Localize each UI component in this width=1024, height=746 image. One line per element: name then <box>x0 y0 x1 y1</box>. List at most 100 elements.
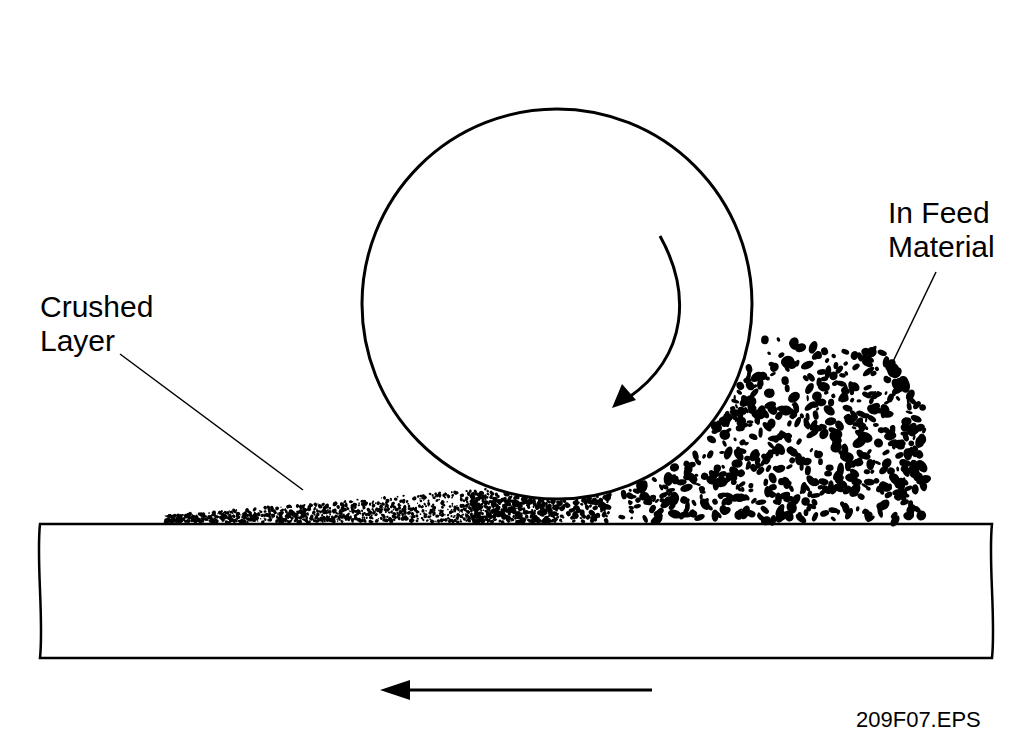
grain <box>421 497 424 499</box>
grain <box>738 438 747 446</box>
grain <box>694 473 698 477</box>
grain <box>465 519 468 522</box>
grain <box>190 520 192 522</box>
grain <box>472 516 476 520</box>
grain <box>366 516 368 519</box>
grain <box>284 513 289 518</box>
grain <box>784 366 791 373</box>
grain <box>842 484 853 495</box>
grain <box>280 508 284 512</box>
grain <box>802 417 811 430</box>
grain <box>787 446 800 458</box>
grain <box>538 512 541 515</box>
grain <box>770 445 780 456</box>
grain <box>909 471 923 480</box>
grain <box>490 520 494 523</box>
grain <box>271 514 275 518</box>
grain <box>504 500 508 504</box>
grain <box>453 519 457 522</box>
grain <box>173 518 176 521</box>
grain <box>464 496 469 501</box>
grain <box>413 515 416 518</box>
grain <box>762 453 772 466</box>
grain <box>572 507 576 511</box>
grain <box>507 520 510 523</box>
grain <box>892 477 907 491</box>
grain <box>877 480 893 494</box>
grain <box>807 490 813 498</box>
grain <box>299 514 304 519</box>
grain <box>408 507 414 512</box>
grain <box>828 399 835 407</box>
grain <box>459 493 464 497</box>
grain <box>464 513 469 518</box>
grain <box>856 506 860 512</box>
grain <box>375 519 378 523</box>
grain <box>533 510 536 512</box>
grain <box>356 517 361 523</box>
base-slab <box>39 524 993 658</box>
grain <box>237 512 240 516</box>
grain <box>557 516 559 518</box>
grain <box>849 397 855 403</box>
grain <box>432 496 436 499</box>
grain <box>287 521 289 522</box>
grain <box>426 519 430 522</box>
grain <box>276 515 279 518</box>
grain <box>459 514 464 519</box>
grain <box>736 468 747 478</box>
grain <box>331 508 336 513</box>
grain <box>362 519 367 524</box>
grain <box>419 499 423 503</box>
grain <box>470 494 476 499</box>
grain <box>267 518 271 521</box>
grain <box>416 518 419 520</box>
grain <box>598 515 601 518</box>
grain <box>493 519 496 522</box>
grain <box>293 519 297 522</box>
grain <box>652 510 663 521</box>
grain <box>863 469 870 475</box>
grain <box>381 497 383 499</box>
grain <box>860 434 865 439</box>
grain <box>565 503 572 509</box>
grain <box>550 513 554 518</box>
grain <box>705 434 717 445</box>
grain <box>229 510 233 514</box>
grain <box>918 479 928 492</box>
grain <box>354 510 358 514</box>
grain <box>900 416 912 427</box>
grain <box>235 517 239 521</box>
grain <box>836 462 844 477</box>
grain <box>921 427 926 434</box>
grain <box>164 515 166 517</box>
grain <box>524 514 529 519</box>
grain <box>358 502 360 504</box>
grain <box>872 391 877 399</box>
grain <box>208 512 210 514</box>
grain <box>855 448 867 460</box>
grain <box>641 514 648 523</box>
grain <box>654 498 659 504</box>
grain <box>685 498 691 504</box>
grain <box>736 389 743 396</box>
grain <box>375 502 377 504</box>
grain <box>628 505 634 510</box>
grain <box>475 511 480 517</box>
grain <box>720 493 726 498</box>
grain <box>451 503 453 505</box>
grain <box>785 384 790 392</box>
grain <box>484 517 489 522</box>
grain <box>811 511 820 522</box>
grain <box>560 520 562 522</box>
grain <box>403 504 407 508</box>
grain <box>774 509 788 525</box>
grain <box>332 508 337 513</box>
grain <box>740 486 745 492</box>
grain <box>280 506 282 507</box>
grain <box>841 348 851 356</box>
grain <box>809 447 814 452</box>
grain <box>270 508 275 513</box>
grain <box>769 388 774 394</box>
grain <box>429 508 434 513</box>
